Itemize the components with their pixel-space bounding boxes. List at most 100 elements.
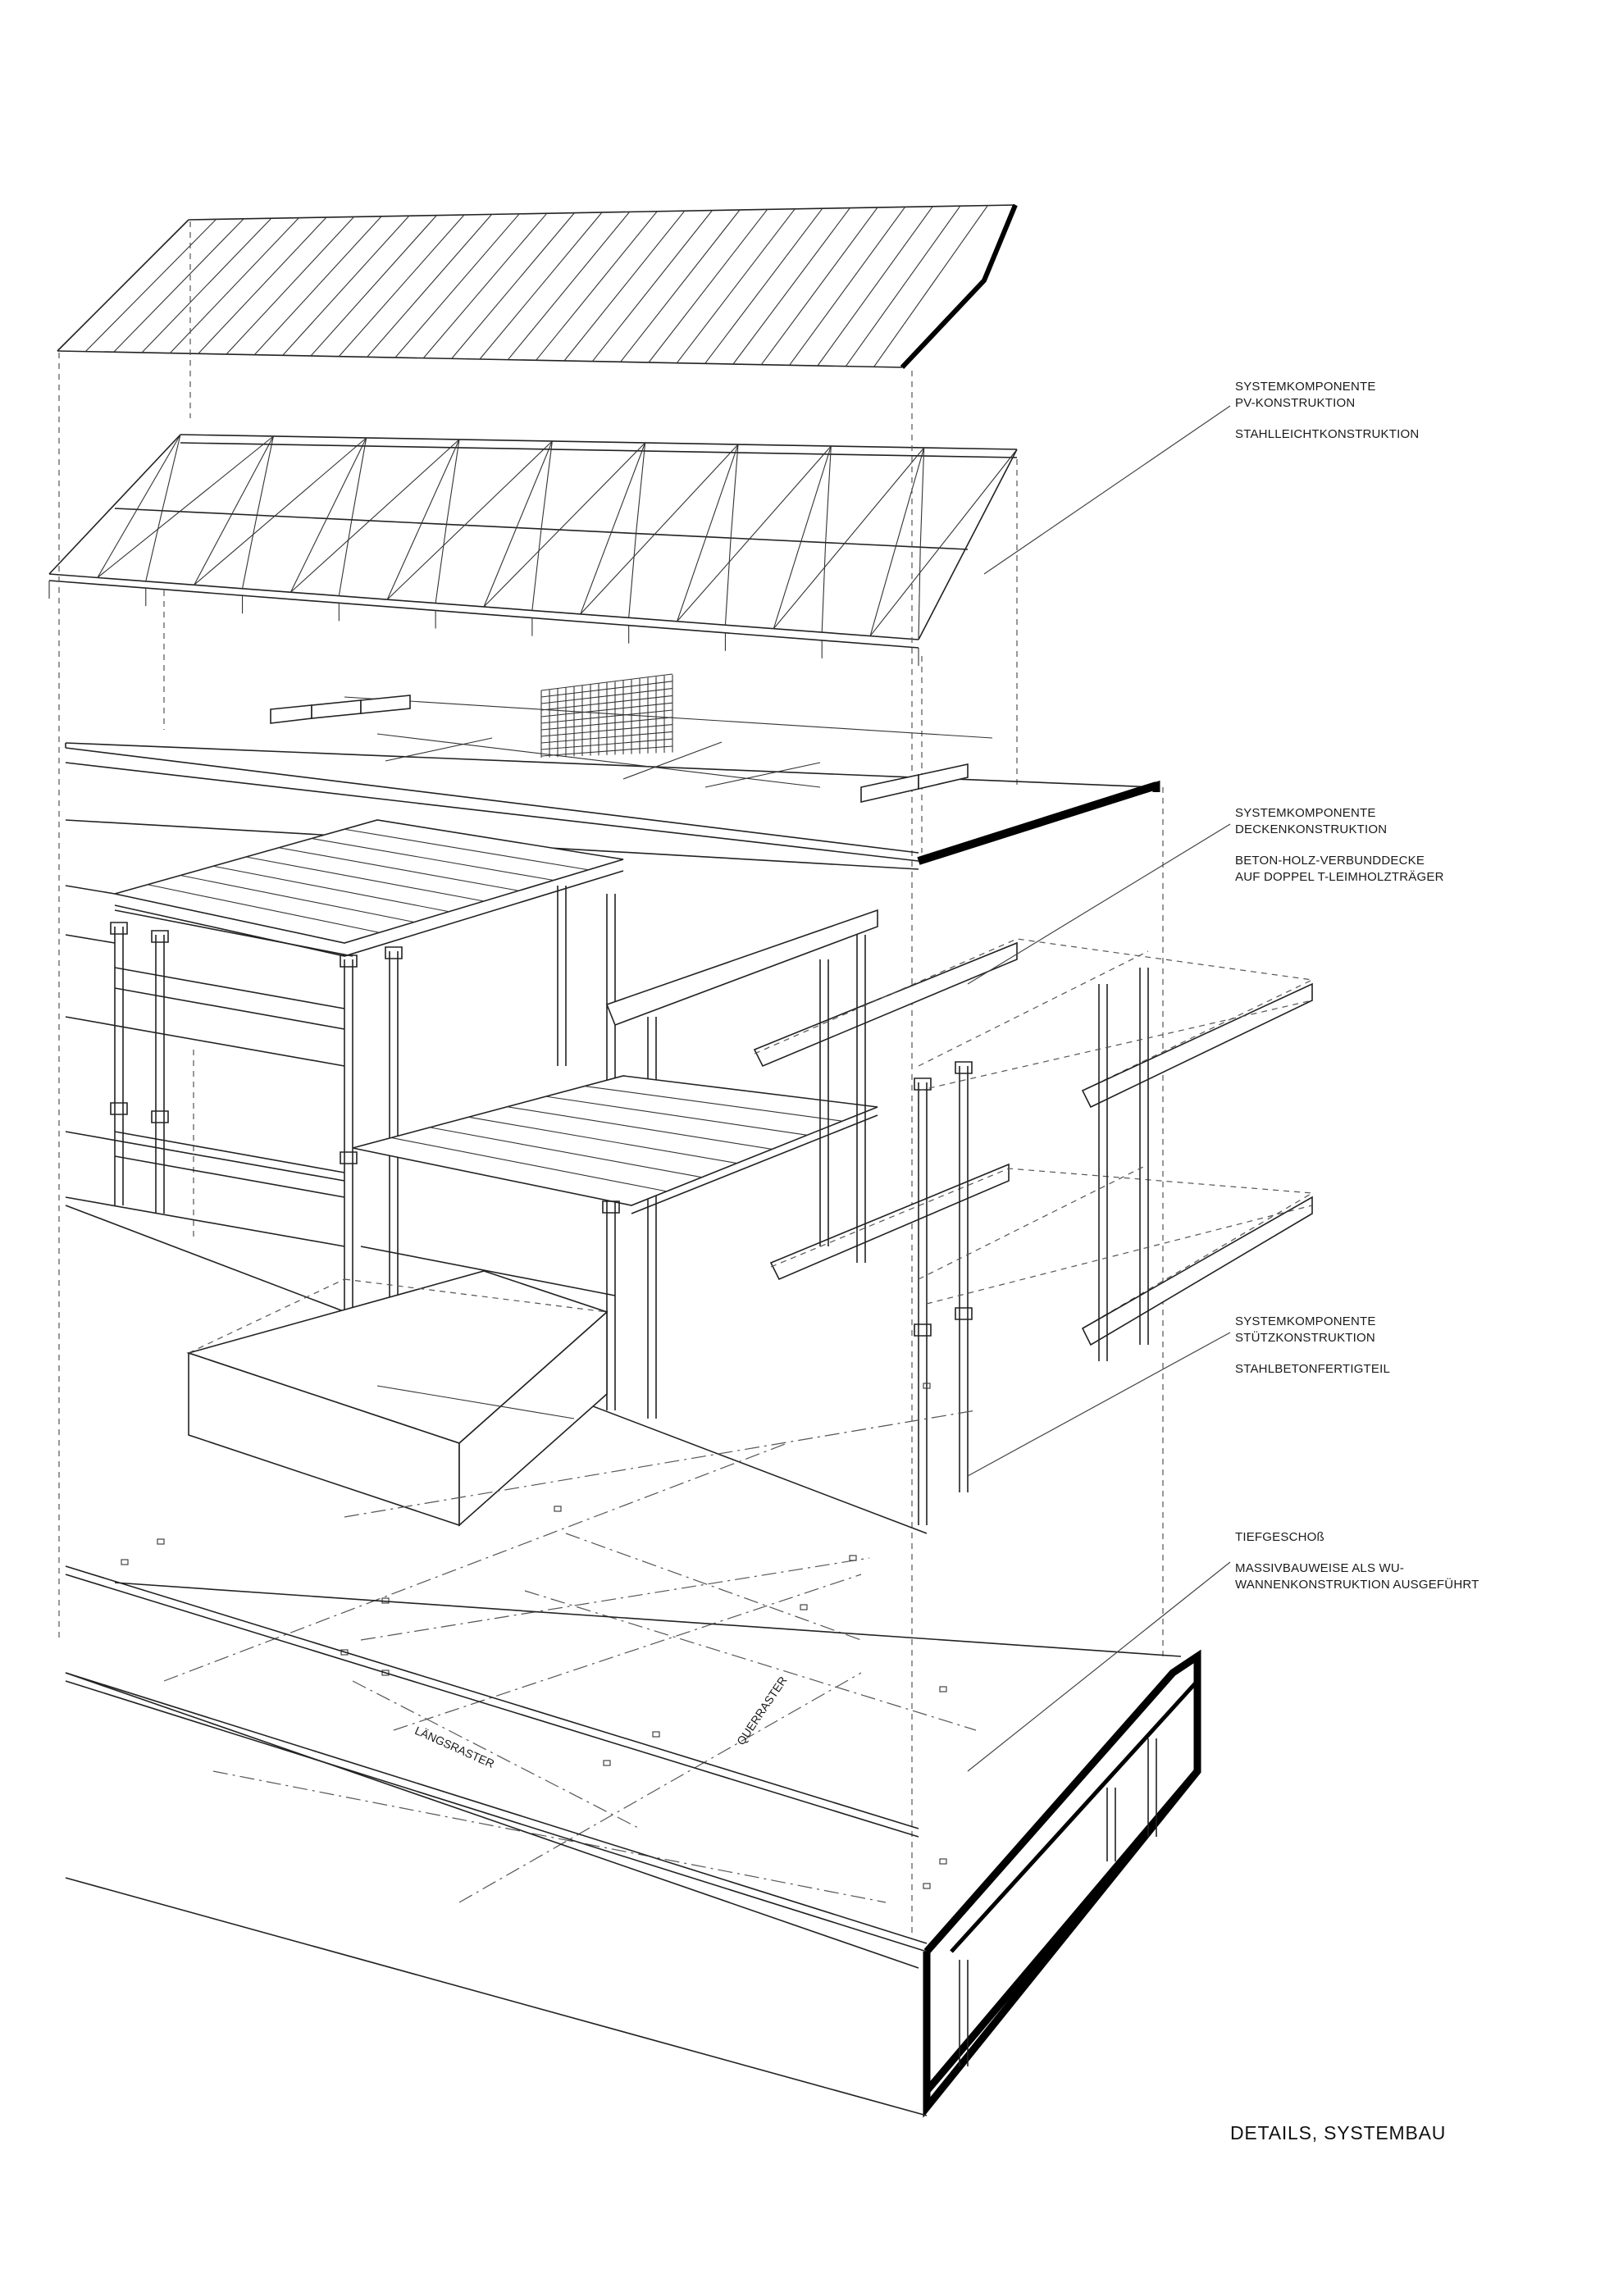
- roof-rafter-line: [169, 217, 299, 354]
- pv-steel-truss: [48, 434, 1018, 666]
- mesh-line: [540, 673, 673, 691]
- roof-rafter-line: [676, 208, 796, 364]
- mesh-line: [540, 745, 673, 757]
- deck-board: [507, 1106, 773, 1150]
- truss-diagonal: [386, 440, 553, 600]
- column-bracket: [602, 1200, 620, 1214]
- sheet-title: DETAILS, SYSTEMBAU: [1230, 2122, 1447, 2143]
- deck-board: [344, 828, 589, 871]
- roof-rafter-line: [367, 214, 493, 358]
- roof-rafter-line: [310, 215, 437, 357]
- annotation-pv-construction: SYSTEMKOMPONENTE PV-KONSTRUKTION STAHLLE…: [1235, 379, 1419, 443]
- roof-rafter-line: [789, 207, 906, 366]
- column-bracket: [110, 922, 128, 935]
- annotation-heading-line: TIEFGESCHOß: [1235, 1530, 1324, 1544]
- truss-diagonal: [918, 547, 921, 640]
- truss-diagonal: [724, 538, 732, 626]
- column-bracket: [955, 1061, 973, 1074]
- roof-rafter-line: [253, 216, 382, 356]
- deck-board: [245, 856, 485, 902]
- annotation-heading-line: PV-KONSTRUKTION: [1235, 396, 1356, 410]
- annotation-heading-line: SYSTEMKOMPONENTE: [1235, 1314, 1376, 1328]
- mesh-line: [540, 702, 673, 718]
- grid-marker: [603, 1760, 611, 1766]
- roof-rafter-line: [198, 216, 327, 354]
- deck-board: [180, 874, 415, 923]
- annotation-basement: TIEFGESCHOß MASSIVBAUWEISE ALS WU- WANNE…: [1235, 1529, 1479, 1593]
- roof-rafter-line: [591, 210, 713, 362]
- column-bracket: [110, 1102, 128, 1115]
- roof-rafter-line: [732, 207, 850, 365]
- grid-marker: [800, 1604, 808, 1610]
- truss-diagonal: [869, 447, 925, 636]
- annotation-detail-line: MASSIVBAUWEISE ALS WU-: [1235, 1561, 1405, 1575]
- truss-diagonal: [242, 515, 258, 589]
- annotation-detail-line: BETON-HOLZ-VERBUNDDECKE: [1235, 854, 1425, 868]
- annotation-heading-line: SYSTEMKOMPONENTE: [1235, 806, 1376, 820]
- annotation-ceiling-construction: SYSTEMKOMPONENTE DECKENKONSTRUKTION BETO…: [1235, 805, 1444, 886]
- roof-rafter-line: [226, 216, 355, 355]
- truss-diagonal: [580, 444, 739, 615]
- column-bracket: [914, 1323, 932, 1337]
- roof-rafter-line: [704, 207, 823, 364]
- grid-marker: [849, 1555, 857, 1561]
- truss-diagonal: [97, 435, 274, 578]
- roof-rafter-line: [479, 212, 603, 360]
- column-bracket: [955, 1307, 973, 1320]
- truss-diagonal: [445, 439, 460, 525]
- truss-diagonal: [338, 519, 353, 596]
- annotation-heading-line: SYSTEMKOMPONENTE: [1235, 380, 1376, 394]
- roof-rafter-line: [817, 206, 933, 367]
- truss-diagonal: [773, 445, 832, 629]
- truss-diagonal: [677, 444, 739, 622]
- grid-marker: [157, 1538, 165, 1545]
- roof-rafter-line: [282, 215, 410, 356]
- annotation-detail-line: STAHLLEICHTKONSTRUKTION: [1235, 427, 1420, 441]
- truss-diagonal: [483, 442, 646, 608]
- mesh-line: [540, 695, 673, 711]
- truss-diagonal: [821, 542, 827, 633]
- grid-marker: [939, 1858, 947, 1865]
- roof-rafter-line: [422, 212, 548, 359]
- truss-diagonal: [677, 445, 832, 622]
- column-bracket: [340, 954, 358, 968]
- annotation-detail-line: AUF DOPPEL T-LEIMHOLZTRÄGER: [1235, 870, 1444, 884]
- truss-diagonal: [162, 434, 181, 511]
- column-frame-structure: [754, 938, 1315, 1525]
- projection-lines: [58, 221, 1164, 1935]
- truss-diagonal: [194, 435, 274, 585]
- mesh-line: [540, 738, 673, 750]
- truss-diagonal: [145, 510, 163, 582]
- basement-box: [65, 1649, 1201, 2118]
- truss-diagonal: [435, 524, 447, 604]
- truss-diagonal: [483, 440, 553, 608]
- column-bracket: [340, 1151, 358, 1164]
- roof-rafter-line: [873, 205, 988, 367]
- column-bracket: [151, 930, 169, 943]
- ceiling-slab: [65, 673, 1160, 870]
- deck-board: [545, 1096, 808, 1136]
- truss-diagonal: [869, 449, 1018, 636]
- grid-marker: [121, 1559, 129, 1565]
- grid-marker: [381, 1670, 390, 1676]
- mesh-line: [540, 681, 673, 698]
- pv-roof-panels: [57, 203, 1018, 370]
- truss-diagonal: [730, 444, 739, 539]
- column-bracket: [914, 1077, 932, 1091]
- mesh-line: [540, 717, 673, 731]
- annotation-column-construction: SYSTEMKOMPONENTE STÜTZKONSTRUKTION STAHL…: [1235, 1314, 1390, 1378]
- roof-rafter-line: [84, 219, 217, 353]
- truss-diagonal: [919, 447, 925, 548]
- truss-diagonal: [773, 447, 925, 630]
- annotation-detail-line: WANNENKONSTRUKTION AUSGEFÜHRT: [1235, 1578, 1479, 1592]
- truss-diagonal: [636, 442, 646, 534]
- roof-rafter-line: [845, 205, 961, 367]
- grid-marker: [923, 1883, 931, 1889]
- annotation-detail-line: STAHLBETONFERTIGTEIL: [1235, 1362, 1391, 1376]
- truss-diagonal: [540, 440, 553, 530]
- roof-rafter-line: [563, 210, 686, 362]
- roof-rafter-line: [507, 212, 631, 361]
- roof-rafter-line: [394, 213, 520, 358]
- deck-board: [391, 1137, 667, 1192]
